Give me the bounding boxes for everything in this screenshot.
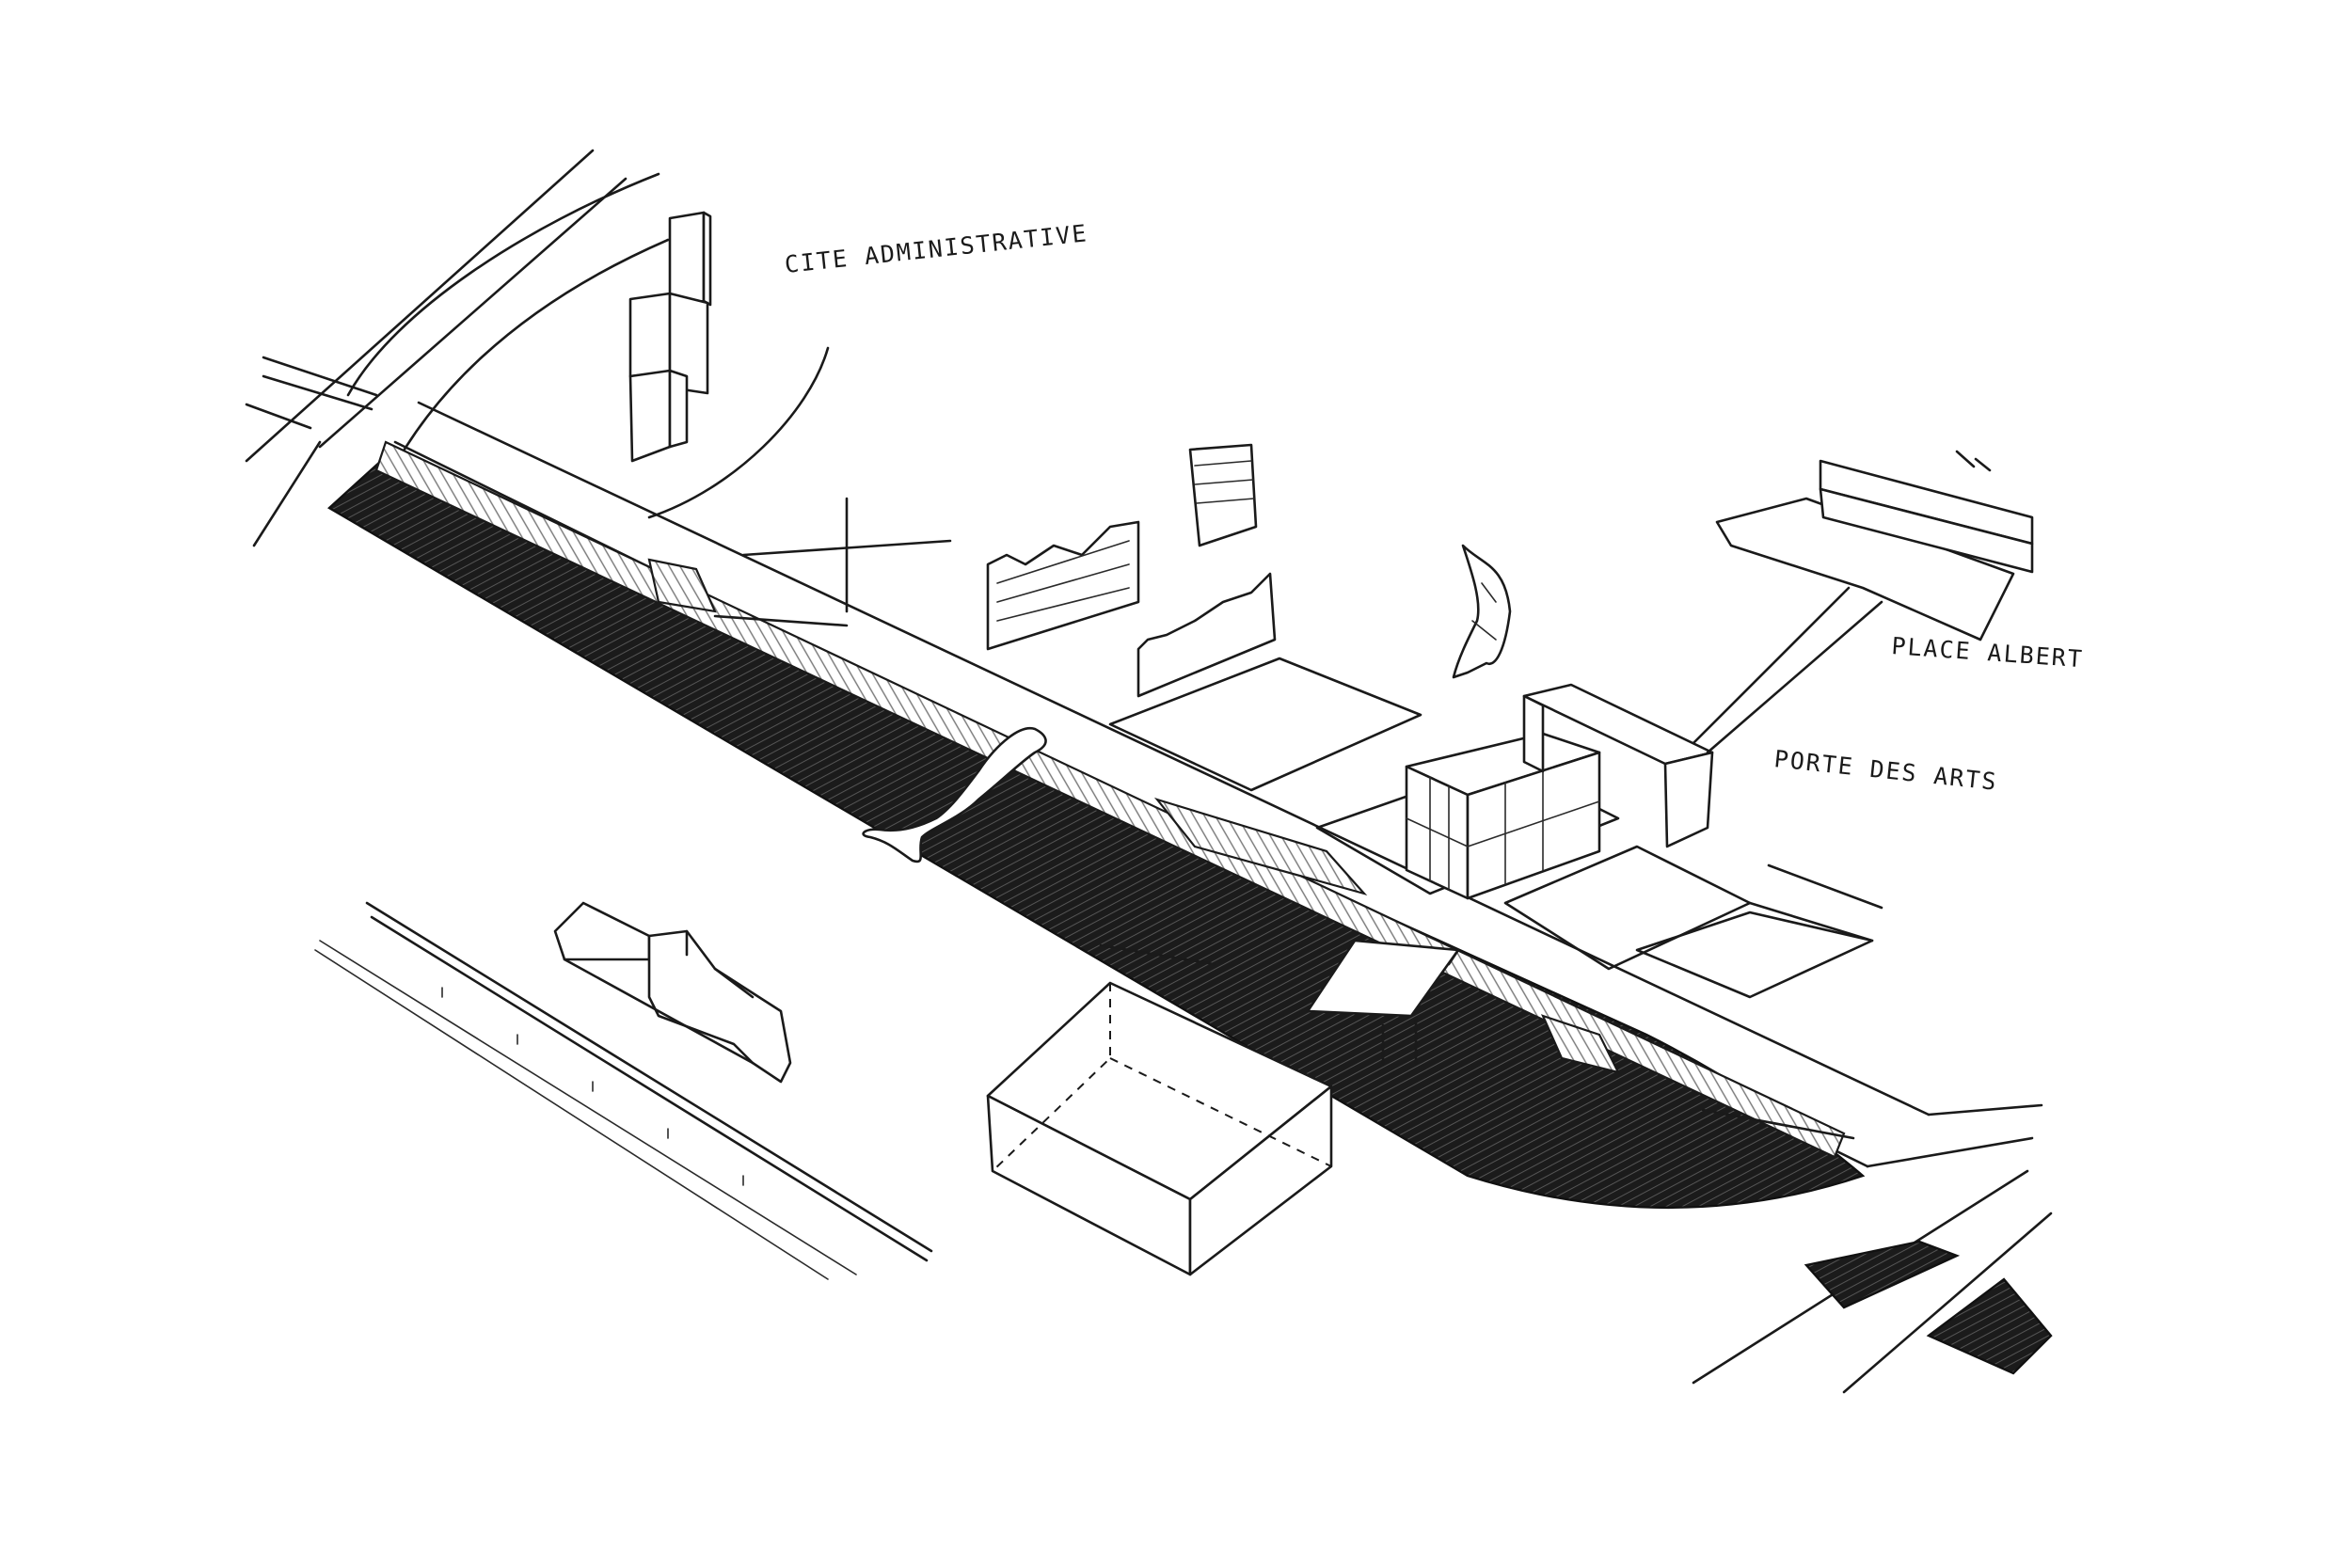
facade-building-north	[986, 520, 1277, 698]
label-place-albert: PLACE ALBERT	[1891, 632, 2085, 673]
gabled-building-south	[553, 901, 792, 1084]
footbridge-slab	[1306, 939, 1460, 1065]
corner-lower-right	[1692, 1169, 2053, 1394]
glass-pavilion	[1405, 732, 1601, 900]
place-albert	[1692, 450, 2034, 754]
canal-embankment	[374, 440, 1855, 1159]
tall-tower-north	[1188, 443, 1258, 547]
label-cite-administrative: CITE ADMINISTRATIVE	[784, 219, 1089, 278]
rail-tracks	[314, 901, 933, 1280]
footbridge-curved	[862, 726, 1047, 863]
label-porte-des-arts: PORTE DES ARTS	[1772, 745, 1998, 796]
cite-administrative-tower	[628, 211, 712, 463]
curved-sculpture	[1452, 544, 1512, 679]
roads-top-left	[245, 149, 830, 547]
porte-des-arts-gate	[1522, 683, 1714, 848]
box-building-south	[986, 981, 1333, 1276]
